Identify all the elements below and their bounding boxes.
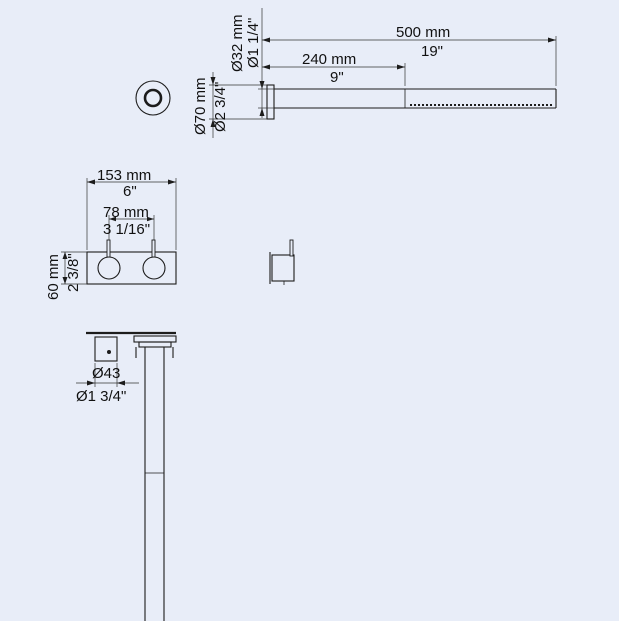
plate-height-dimension: 60 mm 2 3/8" (45, 251, 87, 300)
spout-diameter-dimension: Ø32 mm Ø1 1/4" (229, 8, 274, 118)
handle-diameter-dimension: Ø43 Ø1 3/4" (76, 363, 139, 405)
rosette-dia-mm-label: Ø70 mm (192, 77, 209, 135)
plate-width-mm-label: 153 mm (97, 167, 151, 184)
spout-length-in-label: 19" (421, 43, 443, 60)
center-distance-dimension: 78 mm 3 1/16" (103, 204, 155, 240)
mixer-side-view (269, 239, 295, 285)
handle-body (94, 336, 118, 362)
wall-flange (266, 84, 275, 120)
center-dist-in-label: 3 1/16" (103, 221, 150, 238)
left-handle-knob (97, 256, 121, 280)
handle-dia-mm-label: Ø43 (92, 365, 120, 382)
spout-length-dimension: 500 mm 19" (262, 24, 557, 86)
center-dist-mm-label: 78 mm (103, 204, 149, 221)
spout-projection-in-label: 9" (330, 69, 344, 86)
right-handle-knob (142, 256, 166, 280)
top-view (86, 331, 177, 621)
plate-width-dimension: 153 mm 6" (86, 167, 177, 250)
mixer-plate-front-view (86, 239, 177, 285)
rosette-dia-in-label: Ø2 3/4" (212, 82, 229, 132)
plate-height-in-label: 2 3/8" (65, 253, 82, 292)
spout-side-view (266, 84, 557, 120)
spout-flange (133, 335, 177, 343)
plate-height-mm-label: 60 mm (45, 254, 62, 300)
spout-length-mm-label: 500 mm (396, 24, 450, 41)
right-lever (151, 239, 156, 258)
rosette-diameter-dimension: Ø70 mm Ø2 3/4" (192, 72, 267, 138)
rosette-front-view (135, 80, 171, 116)
spout-projection-mm-label: 240 mm (302, 51, 356, 68)
spout-dia-in-label: Ø1 1/4" (245, 18, 262, 68)
mixer-plate (86, 251, 177, 285)
spout-dia-mm-label: Ø32 mm (229, 14, 246, 72)
plate-width-in-label: 6" (123, 183, 137, 200)
spout-projection-dimension: 240 mm 9" (262, 51, 406, 86)
left-lever (106, 239, 111, 258)
handle-dia-in-label: Ø1 3/4" (76, 388, 126, 405)
